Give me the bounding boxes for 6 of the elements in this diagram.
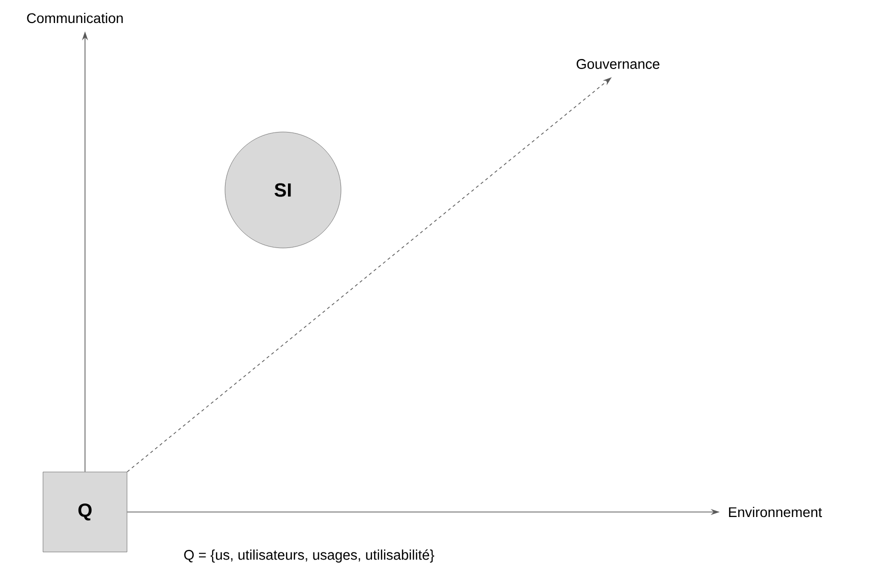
axis-label: Environnement: [729, 506, 822, 518]
square-box: Q: [42, 472, 128, 552]
axis-label: Communication: [27, 12, 123, 24]
set-definition: Q = {us, utilisateurs, usages, utilisabilité}: [184, 549, 434, 563]
circle-node: SI: [224, 132, 342, 248]
axis-label: Gouvernance: [576, 59, 660, 69]
